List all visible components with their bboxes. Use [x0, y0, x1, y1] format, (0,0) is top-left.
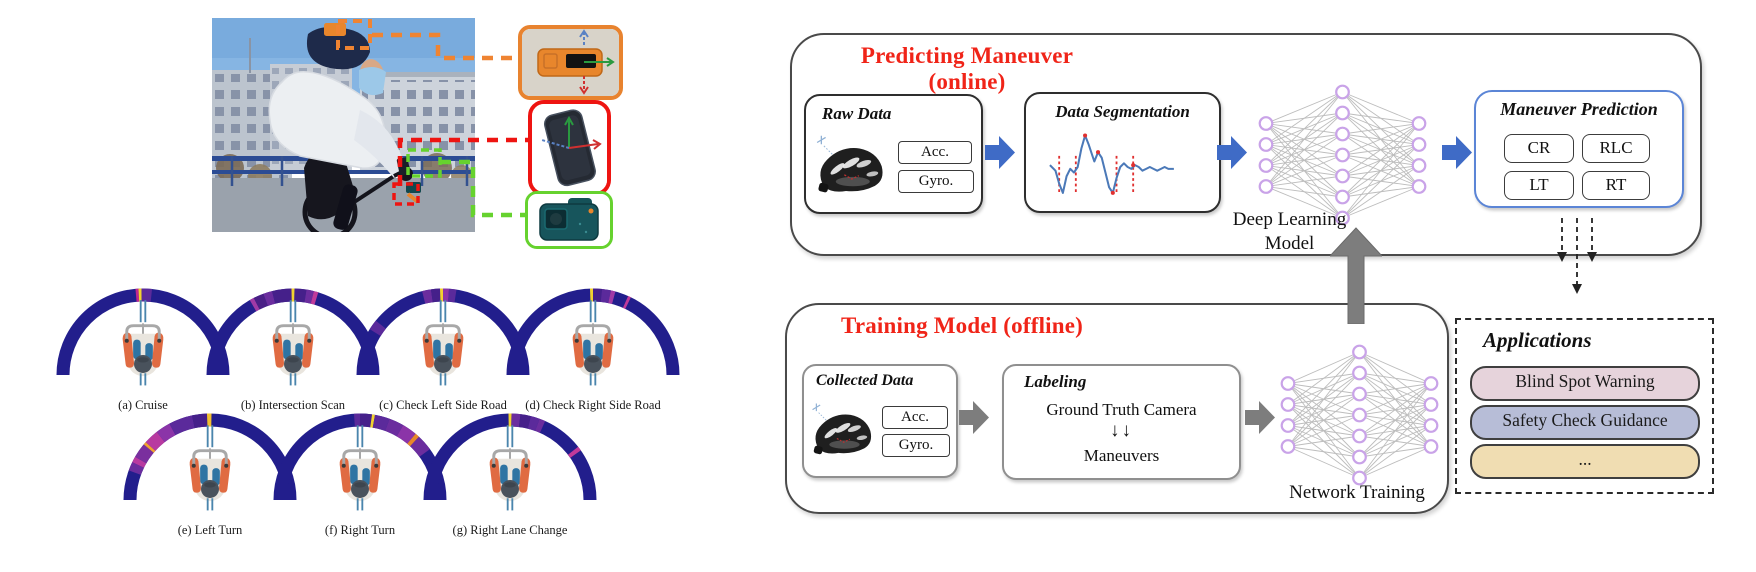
- cyclist-photo: [212, 18, 475, 232]
- class-cr: CR: [1504, 134, 1574, 163]
- maneuver-prediction-box: Maneuver Prediction CR RLC LT RT: [1474, 90, 1684, 208]
- maneuver-label: (c) Check Left Side Road: [379, 398, 507, 412]
- flow-arrow-icon: [959, 401, 989, 434]
- flow-arrow-icon: [1245, 401, 1275, 434]
- labeling-box: Labeling Ground Truth Camera ↓↓ Maneuver…: [1002, 364, 1241, 480]
- online-title: Predicting Maneuver (online): [860, 43, 1074, 94]
- gyro-box: Gyro.: [882, 434, 950, 457]
- maneuver-diagram-right-lane-change: (g) Right Lane Change: [420, 408, 600, 538]
- acc-box: Acc.: [882, 406, 948, 429]
- application-more: ...: [1470, 444, 1700, 479]
- flow-arrow-icon: [1442, 136, 1472, 169]
- training-network-icon: [1280, 344, 1439, 486]
- maneuver-label: (b) Intersection Scan: [240, 398, 346, 412]
- helmet-icon: [816, 135, 884, 194]
- training-model-container: Training Model (offline) Collected Data …: [785, 303, 1449, 514]
- maneuver-label: (a) Cruise: [118, 398, 168, 412]
- network-training-label: Network Training: [1289, 482, 1425, 503]
- maneuver-arc: [506, 288, 680, 387]
- data-segmentation-title: Data Segmentation: [1055, 102, 1190, 121]
- offline-title: Training Model (offline): [840, 313, 1084, 338]
- collected-data-title: Collected Data: [816, 372, 914, 389]
- class-rlc: RLC: [1582, 134, 1650, 163]
- applications-title: Applications: [1483, 328, 1592, 352]
- maneuver-label: (f) Right Turn: [324, 523, 396, 537]
- maneuver-label: (e) Left Turn: [177, 523, 243, 537]
- maneuver-arc: [423, 413, 597, 512]
- maneuver-label: (d) Check Right Side Road: [525, 398, 661, 412]
- labeling-title: Labeling: [1024, 372, 1087, 391]
- application-blind-spot-warning: Blind Spot Warning: [1470, 366, 1700, 401]
- gyro-box: Gyro.: [898, 170, 974, 193]
- acc-box: Acc.: [898, 141, 972, 164]
- class-lt: LT: [1504, 171, 1574, 200]
- maneuver-diagram-check-right: (d) Check Right Side Road: [503, 283, 683, 413]
- down-arrows-icon: ↓↓: [1110, 420, 1133, 441]
- flow-arrow-icon: [985, 136, 1015, 169]
- maneuver-prediction-title: Maneuver Prediction: [1500, 99, 1658, 119]
- deep-learning-network-icon: [1258, 84, 1427, 226]
- helmet-icon: [811, 402, 872, 456]
- data-segmentation-box: Data Segmentation: [1024, 92, 1221, 213]
- action-camera-icon: [528, 194, 610, 246]
- smartphone-callout: [528, 100, 611, 196]
- class-rt: RT: [1582, 171, 1650, 200]
- maneuvers-label: Maneuvers: [1083, 446, 1160, 465]
- action-camera-callout: [525, 191, 613, 249]
- raw-data-title: Raw Data: [822, 104, 892, 123]
- deep-learning-model-label: Deep Learning Model: [1232, 209, 1347, 254]
- smartphone-icon: [532, 104, 607, 192]
- applications-box: Applications Blind Spot Warning Safety C…: [1455, 318, 1714, 494]
- application-safety-check-guidance: Safety Check Guidance: [1470, 405, 1700, 440]
- imu-sensor-callout: [518, 25, 623, 100]
- collected-data-box: Collected Data Acc. Gyro.: [802, 364, 958, 478]
- raw-data-box: Raw Data Acc. Gyro.: [804, 94, 983, 214]
- ground-truth-camera-label: Ground Truth Camera: [1046, 400, 1197, 419]
- waveform-icon: [1049, 133, 1174, 195]
- maneuver-label: (g) Right Lane Change: [452, 523, 568, 537]
- predicting-maneuver-container: Predicting Maneuver (online) Raw Data Ac…: [790, 33, 1702, 256]
- imu-sensor-icon: [522, 29, 619, 96]
- flow-arrow-icon: [1217, 136, 1247, 169]
